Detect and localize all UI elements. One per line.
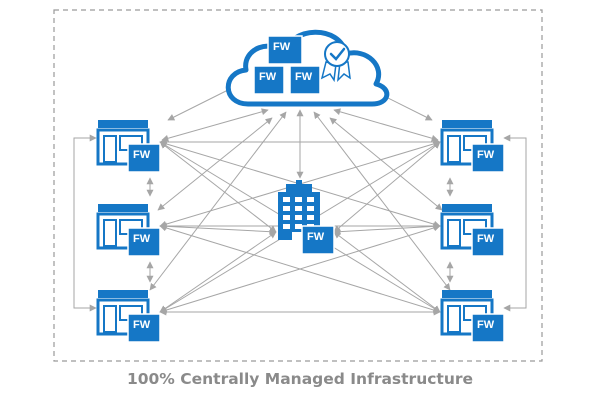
infrastructure-boundary xyxy=(53,9,543,362)
branch-right-2-firewall: FW xyxy=(471,227,505,257)
branch-left-1: FW xyxy=(96,120,161,173)
diagram-caption: 100% Centrally Managed Infrastructure xyxy=(126,370,474,388)
branch-left-3: FW xyxy=(96,290,161,343)
cloud-firewall-1: FW xyxy=(267,35,303,65)
cloud-firewall-3: FW xyxy=(289,65,321,95)
branch-right-3: FW xyxy=(440,290,505,343)
hq-arrow-left-1 xyxy=(159,141,277,233)
firewall-label: FW xyxy=(477,233,495,245)
branch-left-3-firewall: FW xyxy=(127,313,161,343)
branch-left-2-firewall: FW xyxy=(127,227,161,257)
branch-left-2: FW xyxy=(96,204,161,257)
cloud-firewall-2: FW xyxy=(253,65,285,95)
cloud-arrow-right-4 xyxy=(313,111,451,291)
office-building-icon: FW xyxy=(278,180,335,255)
network-nodes: FW FW FW FW FW FW FW FW FW FW xyxy=(96,29,505,343)
certified-badge-icon xyxy=(320,41,351,83)
hq-arrow-right-3 xyxy=(333,231,441,313)
left-outer-bracket-arrow xyxy=(73,134,97,312)
branch-left-1-firewall: FW xyxy=(127,143,161,173)
firewall-label: FW xyxy=(295,71,313,83)
cloud-arrow-right-3 xyxy=(329,117,443,211)
hq-arrow-right-1 xyxy=(333,141,441,233)
firewall-label: FW xyxy=(273,41,291,53)
headquarters-firewall: FW xyxy=(301,225,335,255)
firewall-label: FW xyxy=(133,319,151,331)
cloud-arrow-left-4 xyxy=(149,111,287,291)
cloud-arrow-right-2 xyxy=(333,108,439,142)
cloud-icon: FW FW FW xyxy=(225,29,390,107)
branch-right-3-firewall: FW xyxy=(471,313,505,343)
branch-right-1: FW xyxy=(440,120,505,173)
firewall-label: FW xyxy=(133,149,151,161)
firewall-label: FW xyxy=(133,233,151,245)
right-outer-bracket-arrow xyxy=(503,134,527,312)
branch-right-2: FW xyxy=(440,204,505,257)
branch-right-1-firewall: FW xyxy=(471,143,505,173)
firewall-label: FW xyxy=(477,149,495,161)
firewall-label: FW xyxy=(259,71,277,83)
firewall-label: FW xyxy=(477,319,495,331)
firewall-label: FW xyxy=(307,231,325,243)
cloud-arrow-left-3 xyxy=(157,117,273,211)
